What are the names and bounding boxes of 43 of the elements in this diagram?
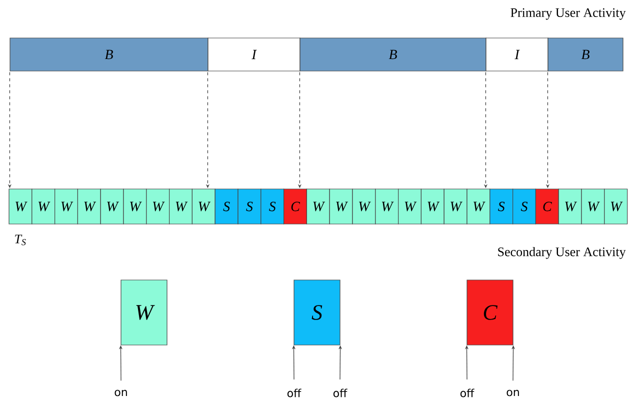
time-slot: W — [192, 188, 216, 224]
time-slot: S — [260, 188, 284, 224]
time-slot: W — [581, 188, 605, 224]
time-slot: W — [329, 188, 353, 224]
time-slot: S — [238, 188, 262, 224]
time-slot: W — [100, 188, 124, 224]
state-box: S — [294, 280, 340, 346]
heading: Primary User Activity — [510, 8, 626, 20]
time-slot: W — [146, 188, 170, 224]
time-slot: W — [444, 188, 468, 224]
state-label: on — [506, 390, 519, 396]
time-slot: S — [512, 188, 536, 224]
activity-segment: I — [208, 38, 300, 72]
activity-segment: B — [300, 38, 486, 72]
time-slot: W — [558, 188, 582, 224]
time-slot: W — [398, 188, 422, 224]
time-slot: W — [306, 188, 330, 224]
state-label: off — [460, 388, 474, 398]
time-slot: W — [32, 188, 56, 224]
state-label: off — [333, 388, 348, 398]
activity-segment: I — [486, 38, 548, 72]
state-box: W — [120, 280, 168, 346]
time-slot: W — [169, 188, 193, 224]
activity-segment: B — [10, 38, 208, 72]
state-label: off — [287, 388, 302, 398]
activity-segment: B — [548, 38, 624, 72]
time-slot: W — [77, 188, 101, 224]
state-box: C — [466, 280, 514, 346]
time-slot: W — [123, 188, 147, 224]
time-slot: W — [466, 188, 490, 224]
state-label: on — [114, 390, 127, 396]
heading: Secondary User Activity — [498, 247, 626, 259]
time-slot: W — [420, 188, 444, 224]
time-slot: S — [214, 188, 238, 224]
time-slot: W — [8, 188, 32, 224]
time-slot: W — [54, 188, 78, 224]
time-slot: C — [535, 188, 559, 224]
time-slot: C — [284, 188, 307, 224]
time-slot: W — [352, 188, 376, 224]
time-slot: S — [490, 188, 514, 224]
time-label: T$_{S}$ — [15, 234, 26, 246]
time-slot: W — [604, 188, 628, 224]
time-slot: W — [375, 188, 399, 224]
